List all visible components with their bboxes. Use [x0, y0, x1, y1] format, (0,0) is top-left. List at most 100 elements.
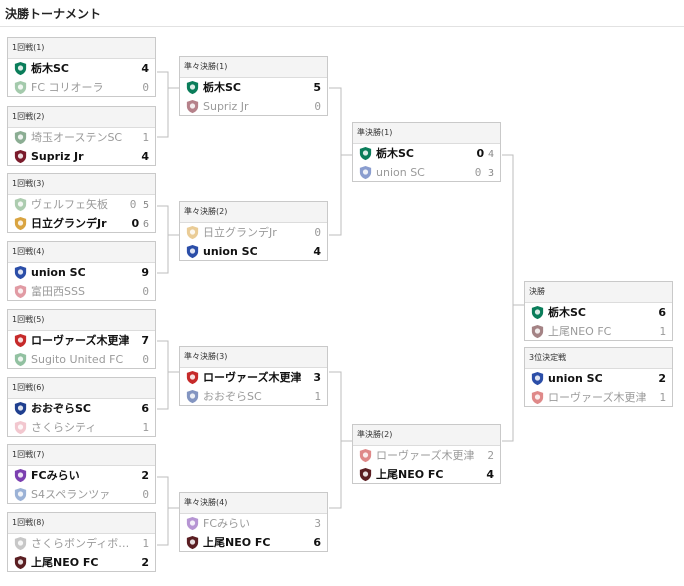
- match-label: 1回戦(3): [8, 174, 155, 195]
- team-name[interactable]: さくらボンディボ…: [31, 537, 130, 550]
- team-name[interactable]: Supriz Jr: [31, 150, 84, 163]
- red-striped-crest-icon: [13, 284, 28, 299]
- team-row[interactable]: 埼玉オーステンSC 1: [8, 128, 155, 147]
- team-name[interactable]: 上尾NEO FC: [31, 556, 99, 569]
- score-value: 0: [314, 226, 321, 239]
- green-crest-icon: [185, 80, 200, 95]
- score-value: 3: [314, 517, 321, 530]
- blue-shield-crest-icon: [13, 401, 28, 416]
- team-row[interactable]: FCみらい 3: [180, 514, 327, 533]
- score-value: 6: [658, 306, 666, 319]
- team-score: 4: [141, 59, 149, 78]
- team-row[interactable]: 日立グランデJr 0: [180, 223, 327, 242]
- team-name[interactable]: ローヴァーズ木更津: [376, 449, 475, 462]
- red-shield-crest-icon: [358, 448, 373, 463]
- team-name[interactable]: 富田西SSS: [31, 285, 85, 298]
- score-value: 1: [142, 131, 149, 144]
- team-name[interactable]: FCみらい: [203, 517, 251, 530]
- match-label: 決勝: [525, 282, 672, 303]
- team-name[interactable]: 日立グランデJr: [31, 217, 107, 230]
- team-row[interactable]: ローヴァーズ木更津 3: [180, 368, 327, 387]
- team-name[interactable]: 栃木SC: [376, 147, 414, 160]
- team-name[interactable]: さくらシティ: [31, 421, 97, 434]
- team-name[interactable]: Sugito United FC: [31, 353, 124, 366]
- team-name[interactable]: 栃木SC: [203, 81, 241, 94]
- team-name[interactable]: union SC: [203, 245, 258, 258]
- team-name[interactable]: union SC: [31, 266, 86, 279]
- team-name[interactable]: 上尾NEO FC: [548, 325, 612, 338]
- team-row[interactable]: 栃木SC 4: [8, 59, 155, 78]
- team-row[interactable]: 栃木SC 6: [525, 303, 672, 322]
- team-name[interactable]: ローヴァーズ木更津: [203, 371, 302, 384]
- team-name[interactable]: FC コリオーラ: [31, 81, 104, 94]
- team-name[interactable]: 日立グランデJr: [203, 226, 277, 239]
- team-name[interactable]: おおぞらSC: [31, 402, 91, 415]
- team-name[interactable]: 上尾NEO FC: [203, 536, 271, 549]
- team-row[interactable]: さくらボンディボ…1: [8, 534, 155, 553]
- score-value: 7: [141, 334, 149, 347]
- score-value: 0: [142, 488, 149, 501]
- team-row[interactable]: ローヴァーズ木更津 7: [8, 331, 155, 350]
- team-name[interactable]: ローヴァーズ木更津: [31, 334, 130, 347]
- connector-r1-7-r1-8: [157, 476, 179, 546]
- team-name[interactable]: ローヴァーズ木更津: [548, 391, 647, 404]
- team-name[interactable]: 栃木SC: [31, 62, 69, 75]
- team-name[interactable]: S4スペランツァ: [31, 488, 111, 501]
- team-name[interactable]: union SC: [376, 166, 425, 179]
- pk-score: 3: [487, 168, 494, 179]
- team-name[interactable]: ヴェルフェ矢板: [31, 198, 108, 211]
- blue-circle-crest-icon: [358, 165, 373, 180]
- team-row[interactable]: S4スペランツァ 0: [8, 485, 155, 504]
- team-name[interactable]: 上尾NEO FC: [376, 468, 444, 481]
- connector-qf-1-qf-2: [329, 87, 352, 236]
- match-label: 3位決定戦: [525, 348, 672, 369]
- team-name[interactable]: 栃木SC: [548, 306, 586, 319]
- team-name[interactable]: Supriz Jr: [203, 100, 249, 113]
- team-name[interactable]: 埼玉オーステンSC: [31, 131, 123, 144]
- team-name[interactable]: おおぞらSC: [203, 390, 262, 403]
- team-name[interactable]: union SC: [548, 372, 603, 385]
- team-name[interactable]: FCみらい: [31, 469, 80, 482]
- team-score: 3: [313, 368, 321, 387]
- red-shield-crest-icon: [13, 333, 28, 348]
